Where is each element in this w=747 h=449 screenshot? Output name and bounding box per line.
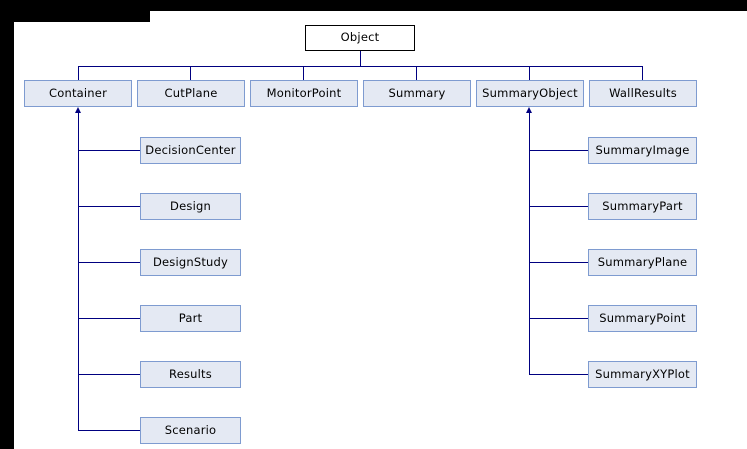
edge-container-to-designstudy (78, 262, 141, 263)
class-node-part[interactable]: Part (140, 305, 241, 332)
edge-container-trunk (78, 113, 79, 431)
edge-object-riser (360, 50, 361, 67)
edge-summaryobject-to-summarypart (529, 206, 589, 207)
matte-bar-left (0, 22, 14, 449)
class-node-summarypoint[interactable]: SummaryPoint (588, 305, 697, 332)
edge-drop-wallresults (642, 66, 643, 80)
edge-summaryobject-to-summaryplane (529, 262, 589, 263)
edge-summaryobject-to-summaryimage (529, 150, 589, 151)
edge-level1-bus (78, 66, 643, 67)
edge-summaryobject-to-summarypoint (529, 318, 589, 319)
edge-container-to-results (78, 374, 141, 375)
class-node-wallresults[interactable]: WallResults (589, 80, 697, 107)
class-node-monitorpoint[interactable]: MonitorPoint (250, 80, 358, 107)
class-node-summaryobject[interactable]: SummaryObject (476, 80, 584, 107)
edge-drop-summaryobject (529, 66, 530, 80)
class-node-summaryxyplot[interactable]: SummaryXYPlot (588, 361, 697, 388)
edge-drop-cutplane (190, 66, 191, 80)
class-node-object[interactable]: Object (305, 25, 415, 51)
edge-summaryobject-to-summaryxyplot (529, 374, 589, 375)
class-node-cutplane[interactable]: CutPlane (137, 80, 245, 107)
edge-container-to-design (78, 206, 141, 207)
class-node-summaryplane[interactable]: SummaryPlane (588, 249, 697, 276)
edge-container-to-scenario (78, 430, 141, 431)
class-node-design[interactable]: Design (140, 193, 241, 220)
arrowhead-summaryobject (526, 107, 532, 113)
edge-container-to-decisioncenter (78, 150, 141, 151)
edge-drop-summary (416, 66, 417, 80)
class-node-designstudy[interactable]: DesignStudy (140, 249, 241, 276)
arrowhead-container (75, 107, 81, 113)
class-node-summary[interactable]: Summary (363, 80, 471, 107)
edge-summaryobject-trunk (529, 113, 530, 375)
class-node-scenario[interactable]: Scenario (140, 417, 241, 444)
edge-drop-container (78, 66, 79, 80)
class-node-decisioncenter[interactable]: DecisionCenter (140, 137, 241, 164)
matte-bar-corner (0, 11, 150, 22)
edge-drop-monitorpoint (303, 66, 304, 80)
class-node-summaryimage[interactable]: SummaryImage (588, 137, 697, 164)
class-node-container[interactable]: Container (24, 80, 132, 107)
class-node-summarypart[interactable]: SummaryPart (588, 193, 697, 220)
matte-bar-top (0, 0, 747, 11)
class-node-results[interactable]: Results (140, 361, 241, 388)
edge-container-to-part (78, 318, 141, 319)
